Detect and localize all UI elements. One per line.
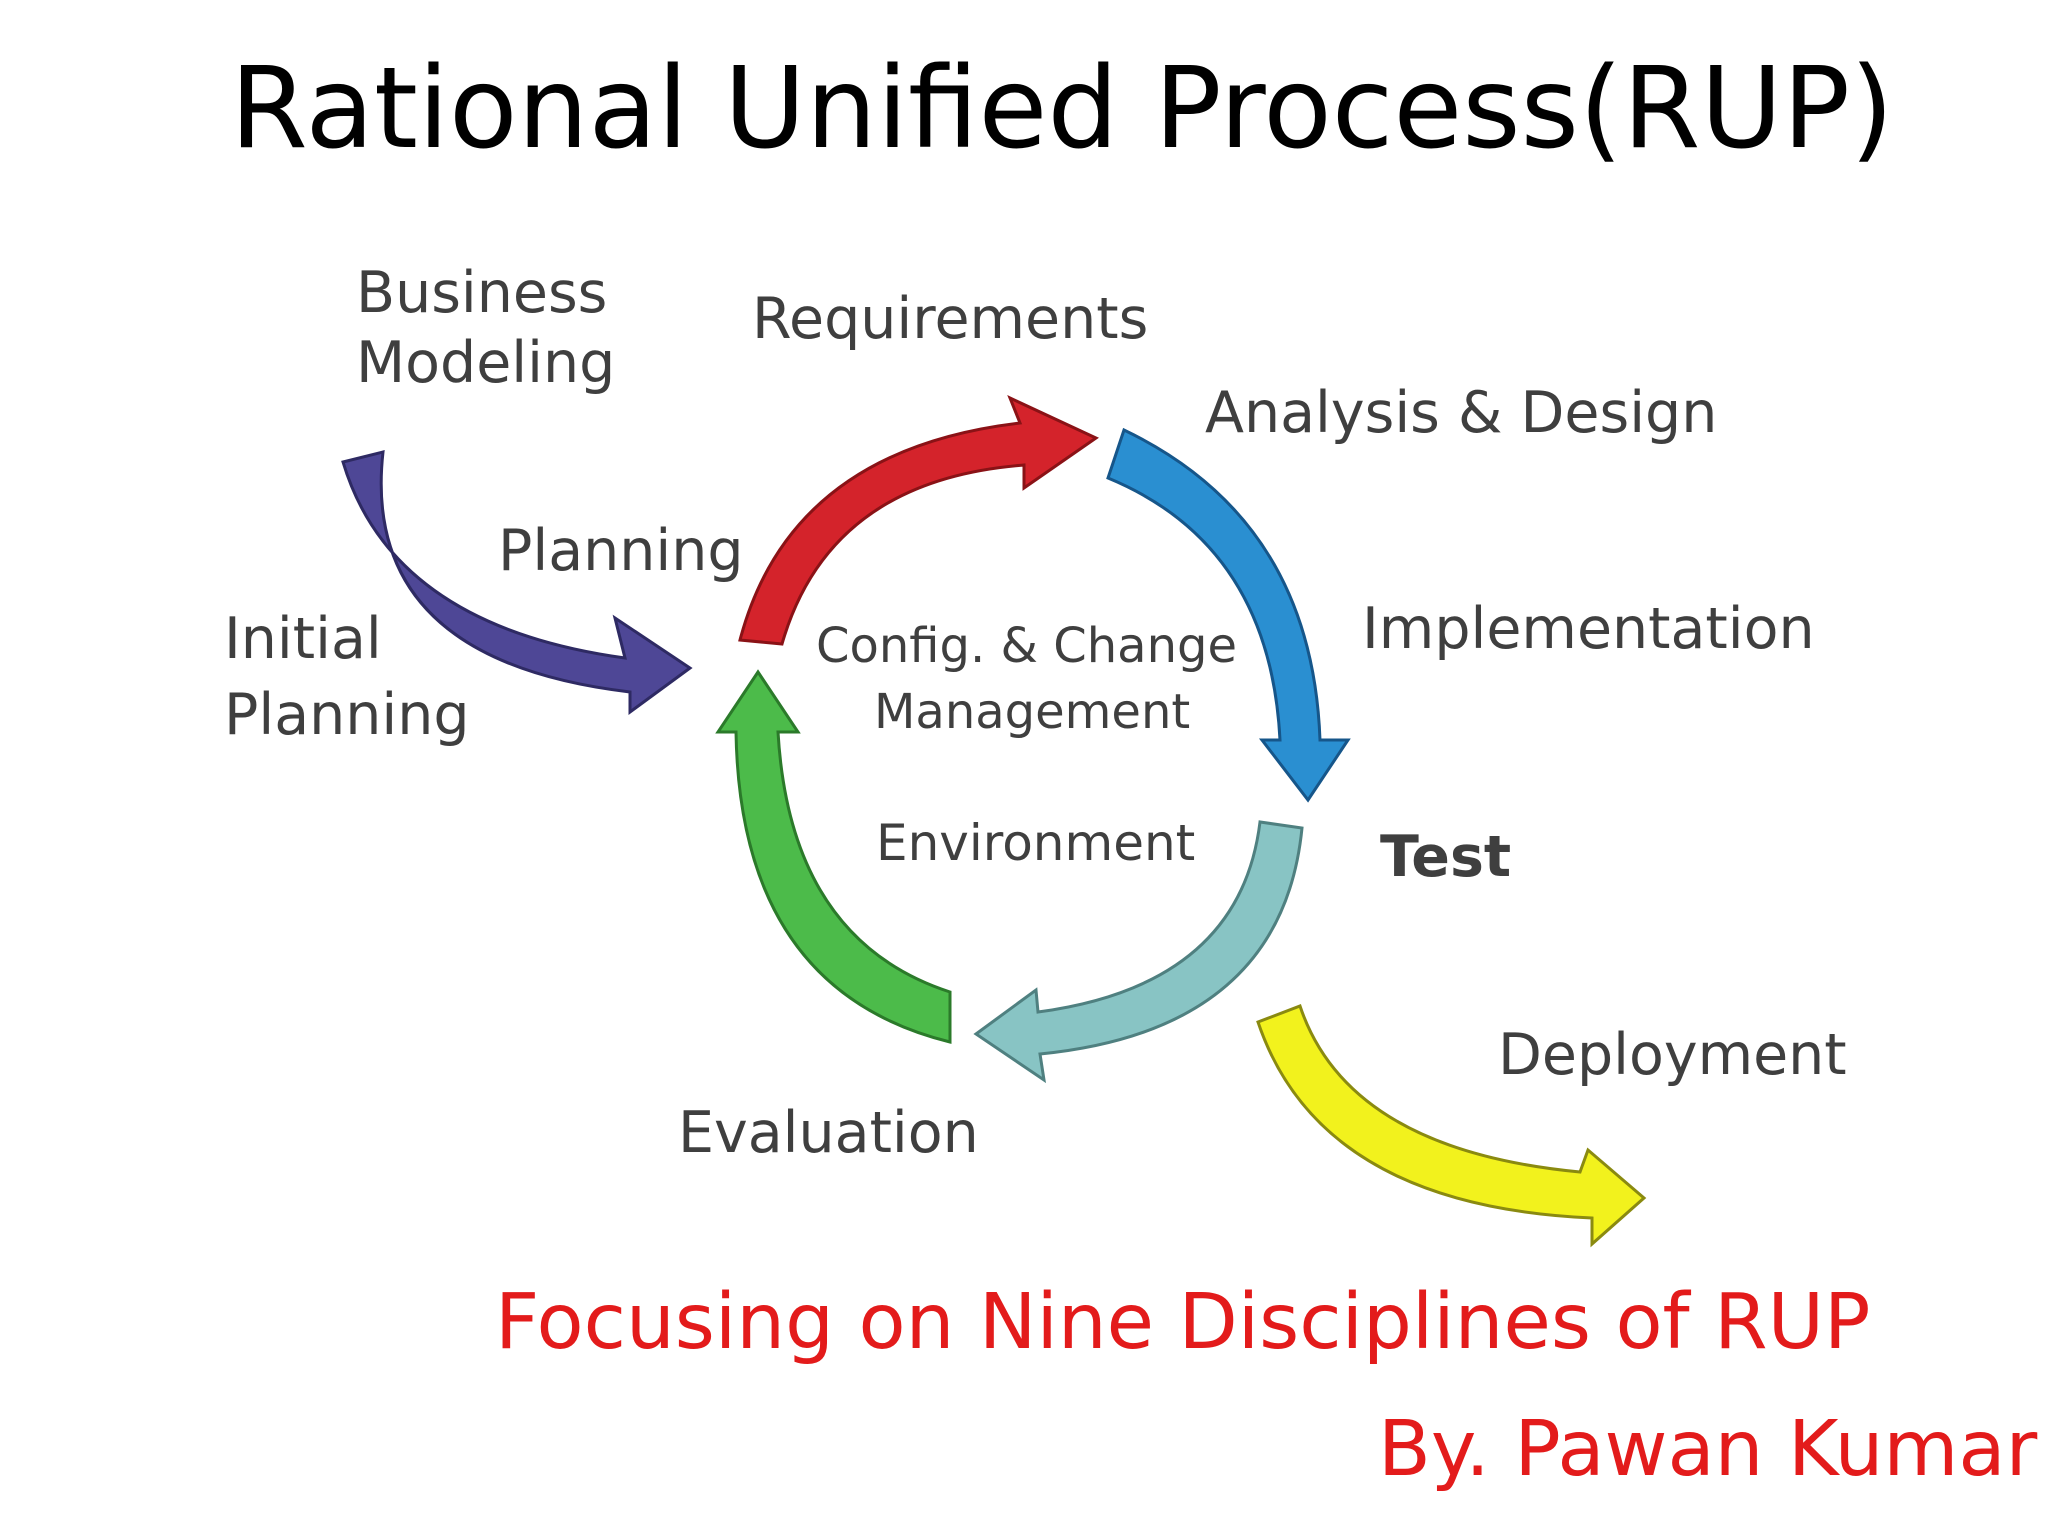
author-byline: By. Pawan Kumar [1378,1405,2038,1494]
deployment-label: Deployment [1498,1022,1847,1088]
business-modeling-label-line1: Business [356,260,607,326]
requirements-arrow [738,395,1100,646]
implementation-label: Implementation [1362,596,1815,662]
business-modeling-label-line2: Modeling [356,330,615,396]
initial-planning-arrow [341,450,693,715]
planning-label: Planning [498,518,744,584]
config-change-label-line2: Management [874,684,1190,740]
analysis-design-arrow [1106,427,1351,803]
slide-subtitle: Focusing on Nine Disciplines of RUP [495,1278,1871,1367]
initial-planning-label-line1: Initial [224,606,382,672]
slide-title: Rational Unified Process(RUP) [230,44,1894,174]
analysis-design-label: Analysis & Design [1205,380,1717,446]
deployment-arrow [1256,1004,1647,1248]
test-arrow [973,820,1304,1084]
environment-label: Environment [876,814,1195,872]
evaluation-arrow [715,669,952,1044]
evaluation-label: Evaluation [678,1100,979,1166]
requirements-label: Requirements [752,286,1148,352]
config-change-label-line1: Config. & Change [816,618,1237,674]
test-label: Test [1380,824,1511,890]
initial-planning-label-line2: Planning [224,682,470,748]
